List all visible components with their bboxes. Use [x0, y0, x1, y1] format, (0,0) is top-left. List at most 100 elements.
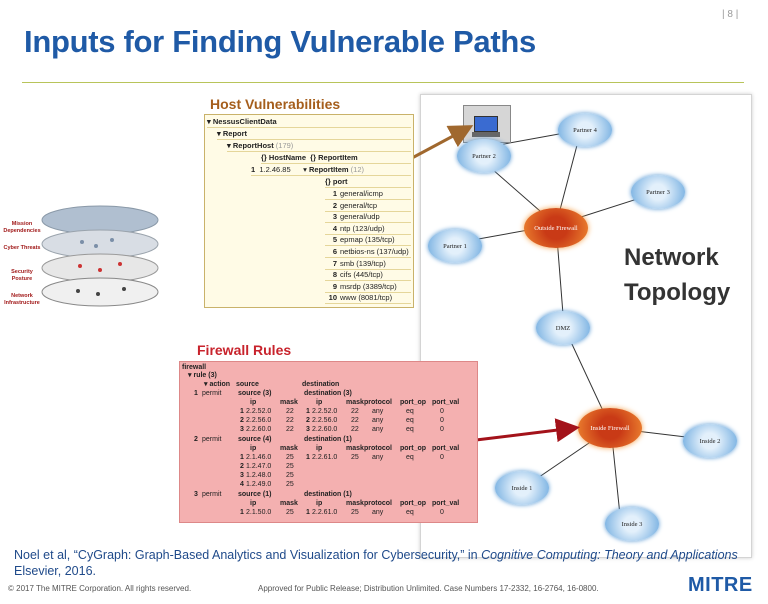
fw-dst-portop: eq	[406, 426, 414, 433]
fw-dst-protocol: any	[372, 454, 384, 461]
port-value: cifs (445/tcp)	[340, 270, 383, 280]
fw-dst-portop: eq	[406, 509, 414, 516]
fw-col-source-label: source	[236, 381, 259, 388]
fw-dst-portval: 0	[440, 408, 444, 415]
host-arrow	[411, 125, 474, 160]
fw-src-mask-header: mask	[280, 445, 298, 452]
fw-protocol-header: protocol	[364, 500, 392, 507]
port-value: www (8081/tcp)	[340, 293, 393, 303]
host-ip: 1.2.46.85	[259, 165, 291, 174]
fw-portval-header: port_val	[432, 399, 460, 406]
fw-dst-portval: 0	[440, 454, 444, 461]
layer-label-security: Security Posture	[11, 269, 33, 282]
fw-dst-portval: 0	[440, 426, 444, 433]
fw-src-mask: 22	[286, 426, 294, 433]
reporthost-label: ReportHost	[232, 141, 274, 150]
reportitem-count: (12)	[350, 165, 365, 174]
layer-label-cyber: Cyber Threats	[3, 245, 41, 251]
col-reportitem: ReportItem	[318, 153, 358, 162]
fw-dst-portval: 0	[440, 509, 444, 516]
port-index: 9	[332, 281, 337, 291]
fw-root: firewall	[182, 363, 206, 372]
fw-src-ip: 2.2.56.0	[246, 417, 272, 424]
firewall-rules-title: Firewall Rules	[197, 342, 292, 358]
fw-src-index: 3	[240, 426, 244, 433]
port-value: general/tcp	[340, 200, 378, 210]
fw-dest-label: destination (1)	[304, 436, 352, 443]
fw-src-mask: 25	[286, 509, 294, 516]
mitre-logo: MITRE	[688, 574, 753, 596]
fw-src-mask: 25	[286, 463, 294, 470]
network-label-line1: Network	[624, 244, 719, 271]
fw-src-index: 3	[240, 472, 244, 479]
port-value: epmap (135/tcp)	[340, 235, 395, 245]
fw-dst-portval: 0	[440, 417, 444, 424]
firewall-node-outside-firewall: Outside Firewall	[524, 208, 588, 248]
slide-title: Inputs for Finding Vulnerable Paths	[24, 24, 536, 59]
port-value: ntp (123/udp)	[340, 223, 385, 233]
fw-dst-ip-header: ip	[316, 445, 323, 452]
host-vulnerabilities-table: ▾ NessusClientData ▾ Report ▾ ReportHost…	[204, 114, 414, 308]
port-index: 8	[332, 270, 337, 280]
fw-dst-index: 1	[306, 454, 310, 461]
fw-dst-mask: 25	[351, 509, 359, 516]
layer-label-network: Network Infrastructure	[4, 293, 40, 306]
host-row-index: 1	[251, 165, 256, 174]
host-columns: {} HostName {} ReportItem	[261, 152, 411, 164]
tree-root: ▾ NessusClientData	[207, 116, 411, 128]
citation-pre: Noel et al, “CyGraph: Graph-Based Analyt…	[14, 548, 482, 562]
fw-src-ip: 1.2.49.0	[246, 481, 272, 488]
fw-col-source: source	[236, 380, 259, 389]
port-index: 5	[332, 235, 337, 245]
fw-src-mask: 25	[286, 472, 294, 479]
fw-src-index: 1	[240, 454, 244, 461]
stacked-layers-image	[41, 205, 159, 307]
port-header: {} port	[325, 176, 411, 188]
network-node-inside-3: Inside 3	[605, 507, 659, 541]
fw-src-ip: 2.2.52.0	[246, 408, 272, 415]
page-number: | 8 |	[722, 9, 739, 20]
fw-src-index: 1	[240, 509, 244, 516]
port-index: 3	[332, 212, 337, 222]
fw-src-mask-header: mask	[280, 500, 298, 507]
root-label: NessusClientData	[212, 117, 277, 126]
network-node-partner-3: Partner 3	[631, 175, 685, 209]
layers-graphic	[0, 196, 170, 322]
report-label: Report	[222, 129, 248, 138]
reportitem-label: ReportItem	[308, 165, 349, 174]
approval-notice: Approved for Public Release; Distributio…	[258, 584, 599, 593]
title-divider	[22, 82, 744, 83]
fw-dst-ip: 2.2.52.0	[312, 408, 338, 415]
fw-src-ip: 1.2.48.0	[246, 472, 272, 479]
fw-src-mask-header: mask	[280, 399, 298, 406]
port-value: msrdp (3389/tcp)	[340, 281, 397, 291]
port-index: 2	[332, 200, 337, 210]
fw-src-mask: 25	[286, 454, 294, 461]
fw-src-ip: 2.1.46.0	[246, 454, 272, 461]
fw-portval-header: port_val	[432, 500, 460, 507]
network-label-line2: Topology	[624, 279, 731, 306]
fw-src-ip: 1.2.47.0	[246, 463, 272, 470]
network-node-inside-2: Inside 2	[683, 424, 737, 458]
fw-dst-mask: 25	[351, 454, 359, 461]
fw-col-destination-label: destination	[302, 381, 340, 388]
fw-dst-ip: 2.2.61.0	[312, 509, 338, 516]
host-vulnerabilities-title: Host Vulnerabilities	[210, 96, 341, 112]
fw-dst-index: 1	[306, 408, 310, 415]
fw-source-label: source (1)	[238, 491, 272, 498]
port-value: netbios-ns (137/udp)	[340, 247, 409, 256]
fw-dst-index: 3	[306, 426, 310, 433]
network-node-partner-1: Partner 1	[428, 229, 482, 263]
fw-src-index: 2	[240, 463, 244, 470]
tree-reporthost: ▾ ReportHost (179)	[227, 140, 411, 152]
fw-dst-ip: 2.2.60.0	[312, 426, 338, 433]
fw-dst-mask-header: mask	[346, 445, 364, 452]
fw-root-label: firewall	[182, 364, 207, 371]
fw-src-ip-header: ip	[250, 500, 257, 507]
